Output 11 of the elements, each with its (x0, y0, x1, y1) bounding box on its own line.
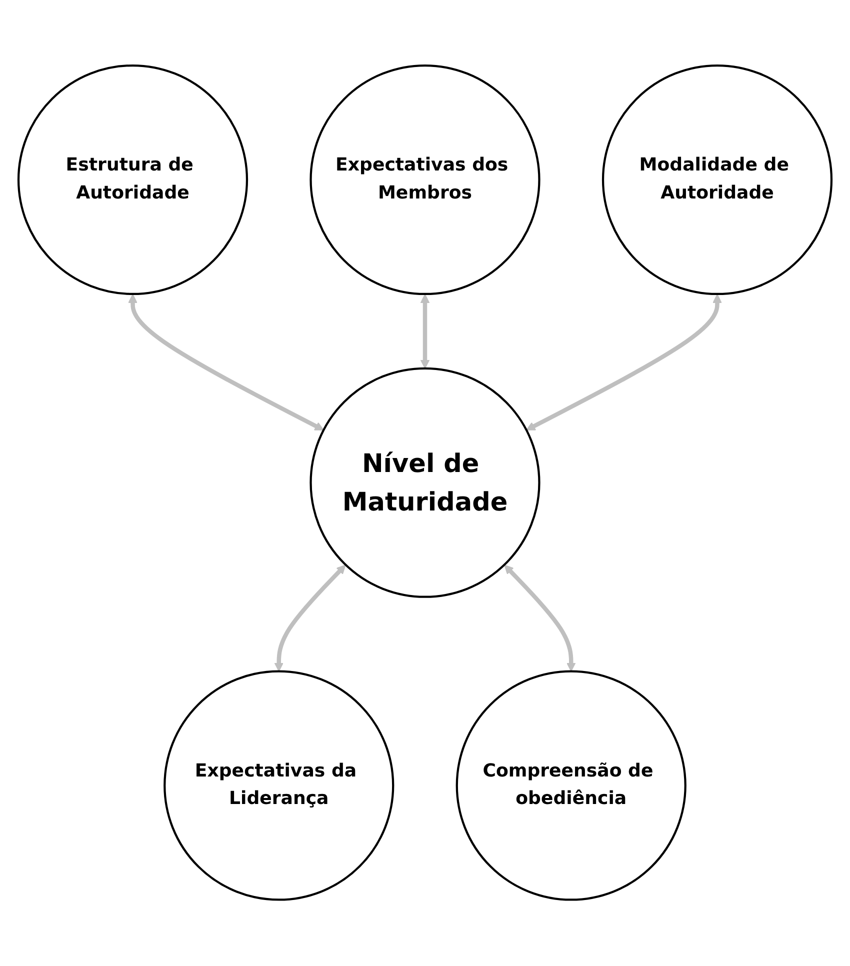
node-circle: Modalidade de Autoridade (602, 64, 833, 296)
node-circle: Expectativas dos Membros (310, 64, 540, 296)
arrow (128, 294, 324, 431)
arrow (504, 565, 576, 672)
node-circle: Compreensão de obediência (456, 670, 686, 902)
node-circle: Estrutura de Autoridade (17, 64, 248, 296)
arrow (274, 565, 346, 672)
arrow (526, 294, 722, 431)
node-circle: Expectativas da Liderança (164, 670, 394, 902)
node-circle: Nível de Maturidade (310, 368, 540, 598)
arrow (420, 294, 430, 370)
